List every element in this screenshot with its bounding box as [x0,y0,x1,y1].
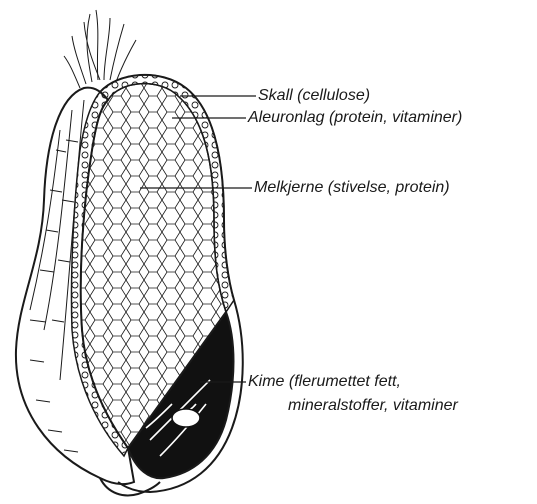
label-kime-line1: Kime (flerumettet fett, [248,372,401,392]
label-aleuronlag: Aleuronlag (protein, vitaminer) [248,108,462,128]
label-kime-line2: mineralstoffer, vitaminer [288,396,458,416]
label-skall: Skall (cellulose) [258,86,370,106]
label-melkjerne: Melkjerne (stivelse, protein) [254,178,450,198]
